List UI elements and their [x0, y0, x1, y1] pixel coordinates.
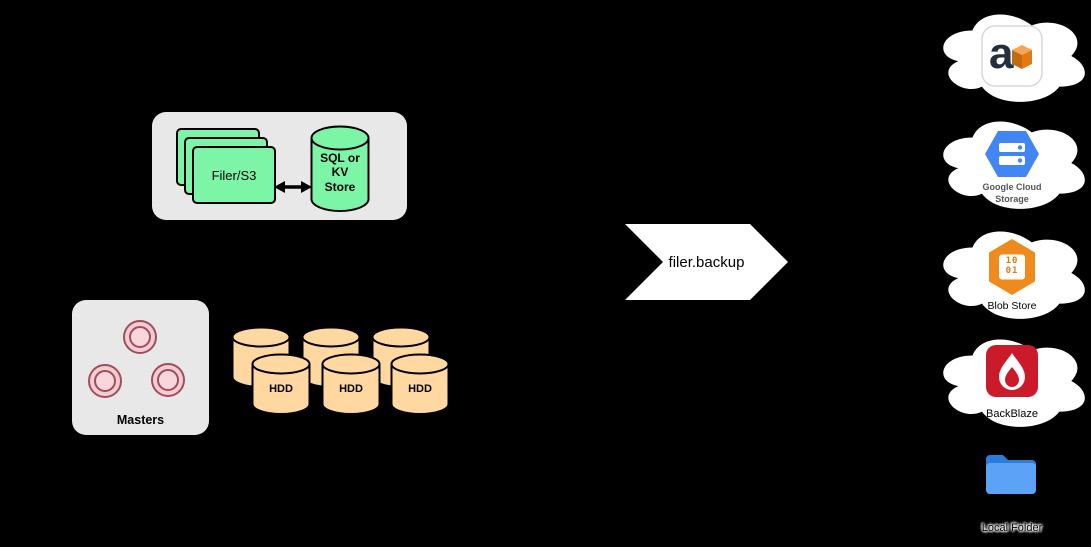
cloud-google-cloud-storage: Google Cloud Storage — [933, 112, 1091, 214]
filer-label: Filer/S3 — [211, 167, 257, 183]
folder-shape — [986, 455, 1036, 494]
backblaze-icon — [985, 344, 1039, 398]
amazon-square-shape — [981, 25, 1043, 87]
amazon-s3-icon: a — [981, 25, 1043, 87]
sql-kv-store-cylinder: SQL or KV Store — [310, 125, 370, 213]
backblaze-label: BackBlaze — [986, 408, 1038, 420]
google-cloud-storage-icon — [984, 130, 1040, 178]
hdd-cylinder-front: HDD — [321, 353, 381, 415]
google-cloud-storage-label: Google Cloud Storage — [982, 182, 1042, 204]
filer-backup-label: filer.backup — [668, 253, 745, 271]
blob-hexagon-shape — [989, 239, 1035, 295]
gcs-hexagon-shape — [985, 131, 1039, 177]
blob-binary-text: 10 01 — [1005, 256, 1019, 277]
amazon-a-letter: a — [989, 29, 1014, 78]
masters-box: Masters — [72, 300, 209, 435]
cloud-blob-store: 10 01 Blob Store — [933, 222, 1091, 324]
hdd-label: HDD — [408, 383, 432, 395]
masters-label: Masters — [116, 413, 165, 427]
blob-store-label: Blob Store — [987, 300, 1037, 312]
hdd-cylinder-front: HDD — [251, 353, 311, 415]
cylinder-shape — [321, 353, 381, 415]
hdd-label: HDD — [339, 383, 363, 395]
cylinder-shape — [390, 353, 450, 415]
master-node-icon — [151, 363, 185, 397]
filer-card-front: Filer/S3 — [192, 146, 276, 204]
hdd-label: HDD — [269, 383, 293, 395]
local-folder-icon — [983, 450, 1039, 498]
local-folder-label: Local Folder — [981, 522, 1043, 534]
cylinder-shape — [251, 353, 311, 415]
hdd-cylinder-front: HDD — [390, 353, 450, 415]
banner-arrow-shape — [625, 224, 788, 300]
cylinder-shape — [310, 125, 370, 212]
master-node-icon — [88, 364, 122, 398]
backblaze-flame-shape — [986, 345, 1038, 397]
blob-store-icon: 10 01 — [985, 238, 1039, 296]
bidirectional-arrow-icon — [274, 181, 312, 193]
sql-kv-store-label: SQL or KV Store — [320, 151, 360, 194]
filer-cluster-box: Filer/S3 SQL or KV Store — [152, 112, 407, 220]
filer-backup-arrow: filer.backup — [625, 224, 788, 300]
cloud-amazon-s3: a — [933, 5, 1091, 107]
master-node-icon — [123, 320, 157, 354]
cloud-backblaze: BackBlaze — [933, 330, 1091, 432]
